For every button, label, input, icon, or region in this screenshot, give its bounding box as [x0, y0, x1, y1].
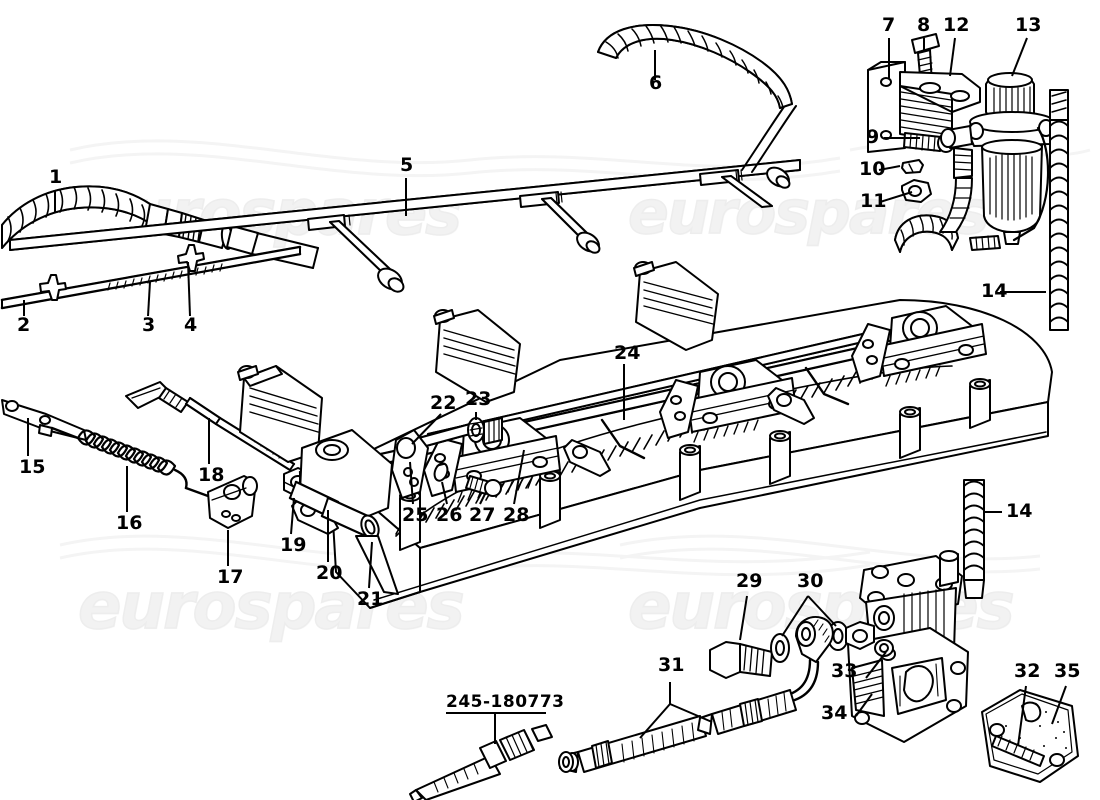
part-6-hose-lower: [894, 214, 959, 253]
part-29-banjo-bolt: [709, 641, 773, 679]
parts-2-3-4-fuel-pipe: [0, 244, 302, 310]
pipe-end-fitting-left: [558, 751, 574, 773]
part-1-braided-hose: [1, 185, 319, 269]
engine-cam-cover: [329, 299, 1053, 609]
part-10-lock-washer: [901, 159, 924, 174]
watermark-bottom-left: eurospares: [77, 569, 465, 645]
callout-14-upper: 14: [981, 280, 1008, 302]
parts-22-23-link-rod: [391, 417, 503, 499]
carburettor-bodies: [237, 261, 719, 463]
parts-20-21-throttle-shaft: [288, 429, 399, 595]
part-6-flexible-hose-top: [597, 24, 793, 109]
callout-2: 2: [17, 314, 31, 336]
part-19-ball-joint-nut: [283, 467, 313, 498]
callout-6: 6: [649, 72, 663, 94]
callout-7: 7: [882, 14, 896, 36]
pump-inlet-elbow: [746, 616, 834, 714]
callout-20: 20: [316, 562, 343, 584]
part-9-clamp-screw: [903, 132, 955, 153]
drop-links: [291, 366, 850, 535]
callout-23: 23: [465, 388, 492, 410]
part-15-spring-anchor: [1, 399, 87, 441]
part-number-label: 245-180773: [446, 692, 565, 712]
callout-24: 24: [614, 342, 641, 364]
callout-21: 21: [357, 588, 384, 610]
callout-5: 5: [400, 154, 414, 176]
callout-10: 10: [859, 158, 886, 180]
callout-9: 9: [866, 126, 880, 148]
part-34-fuel-pump: [847, 550, 969, 743]
callout-28: 28: [503, 504, 530, 526]
callout-4: 4: [184, 314, 198, 336]
bearing-pedestal-c: [879, 305, 987, 387]
callout-19: 19: [280, 534, 307, 556]
part-24-cross-shaft: [291, 305, 987, 535]
callout-33: 33: [831, 660, 858, 682]
watermark-top-right: eurospares: [627, 177, 990, 249]
callout-34: 34: [821, 702, 848, 724]
watermark-top-left: eurospares: [87, 175, 463, 250]
callout-29: 29: [736, 570, 763, 592]
callout-14-lower: 14: [1006, 500, 1033, 522]
part-14-spiral-sleeve-upper: [1049, 89, 1069, 331]
bearing-pedestal-b: [687, 359, 797, 443]
part-number-underline: [446, 712, 546, 714]
callout-1: 1: [49, 166, 63, 188]
part-31-fuel-pipes: [559, 689, 797, 773]
part-16-return-spring: [50, 426, 210, 498]
part-8-bolt: [911, 33, 940, 88]
callout-13: 13: [1015, 14, 1042, 36]
callout-15: 15: [19, 456, 46, 478]
part-14-spiral-sleeve-lower: [963, 479, 985, 599]
part-18-adjuster-rod: [125, 381, 296, 472]
part-5-fuel-rail: [9, 103, 801, 293]
callout-18: 18: [198, 464, 225, 486]
callout-25: 25: [402, 504, 429, 526]
callout-26: 26: [436, 504, 463, 526]
callout-32: 32: [1014, 660, 1041, 682]
callout-11: 11: [860, 190, 887, 212]
bearing-pedestal-a: [451, 417, 561, 503]
callout-30: 30: [797, 570, 824, 592]
callout-22: 22: [430, 392, 457, 414]
callout-12: 12: [943, 14, 970, 36]
part-32-stud: [991, 735, 1045, 767]
part-12-filter-bracket: [899, 71, 981, 143]
callout-17: 17: [217, 566, 244, 588]
sample-pipe-245-180773: [409, 724, 553, 800]
part-13-fuel-filter: [939, 72, 1057, 251]
callout-31: 31: [658, 654, 685, 676]
callout-16: 16: [116, 512, 143, 534]
part-33-union-nut: [845, 621, 894, 657]
callout-35: 35: [1054, 660, 1081, 682]
callout-8: 8: [917, 14, 931, 36]
bell-cranks: [423, 323, 891, 497]
part-35-spacer-plate: [981, 689, 1079, 783]
callout-3: 3: [142, 314, 156, 336]
callout-27: 27: [469, 504, 496, 526]
part-11-nut: [901, 179, 932, 203]
part-30-sealing-washers: [770, 621, 849, 663]
